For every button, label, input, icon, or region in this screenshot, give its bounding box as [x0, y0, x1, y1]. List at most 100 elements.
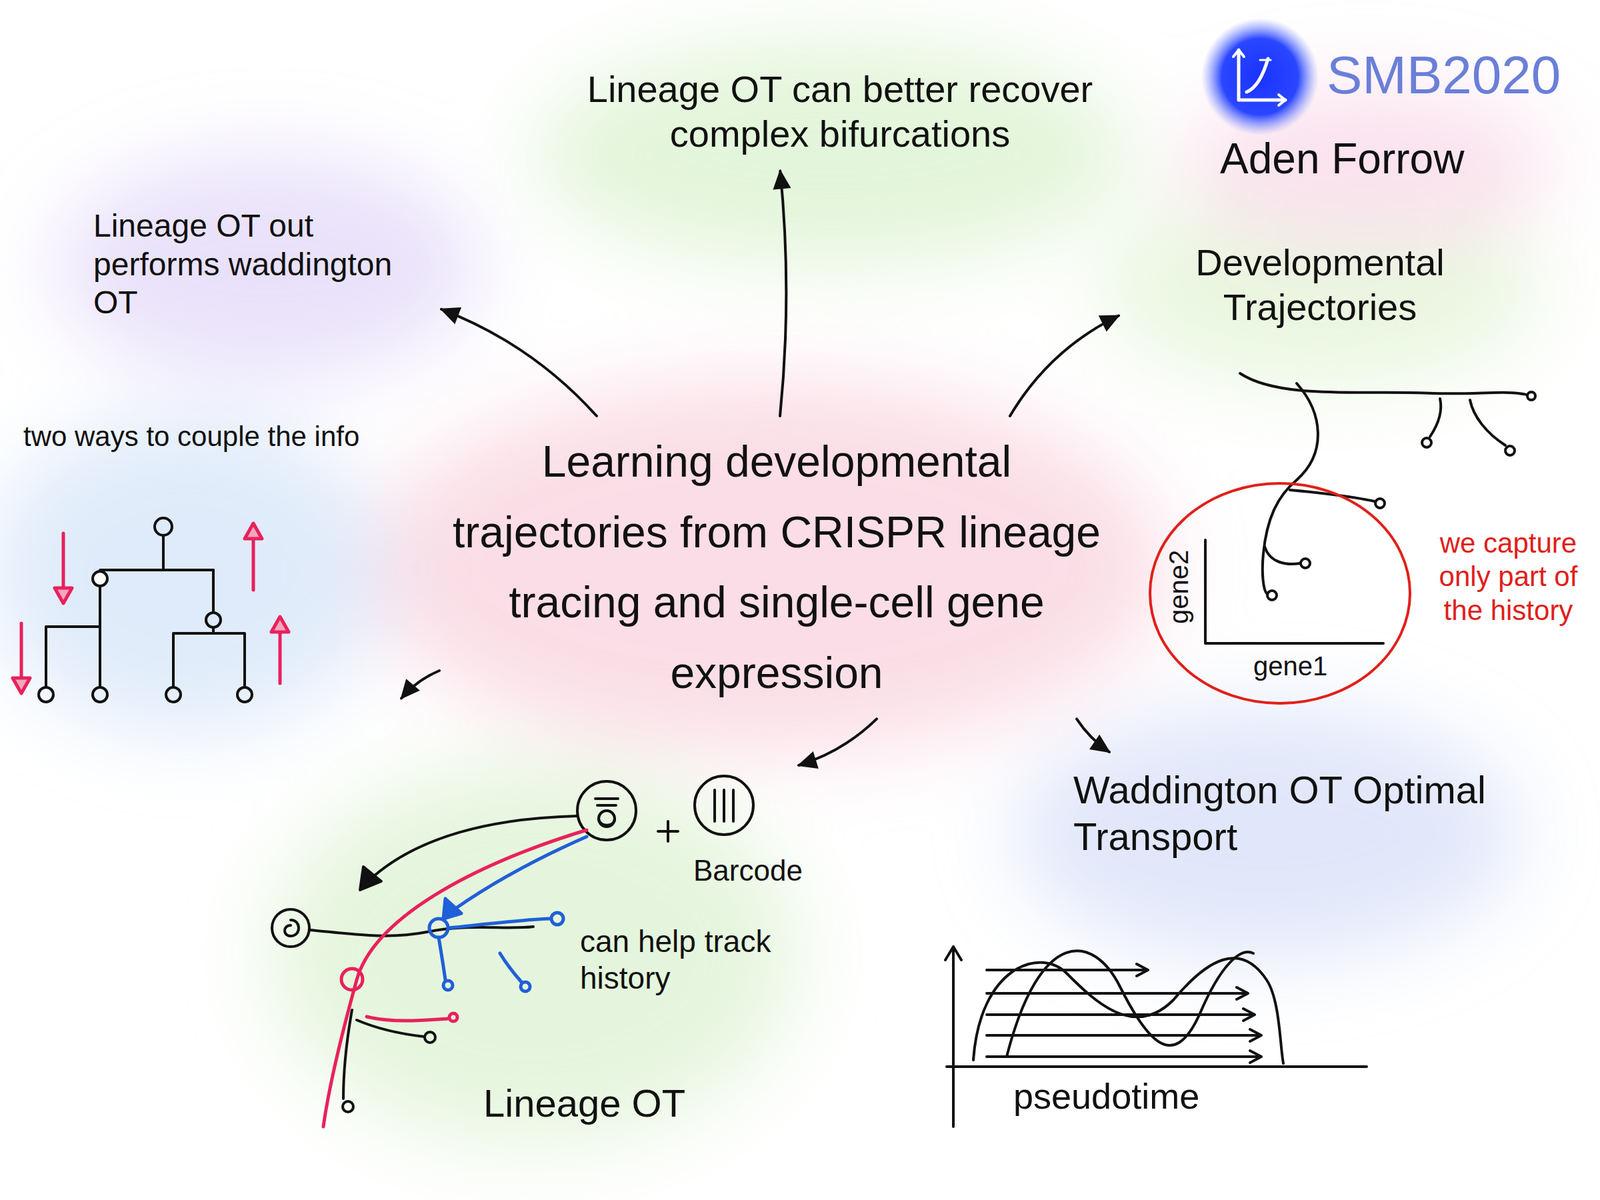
- blue-lineage: [429, 918, 448, 938]
- lineage-tree: [92, 687, 108, 702]
- lineage-tree: [237, 687, 252, 702]
- blue-lineage: [429, 836, 587, 992]
- lineage-illustration: [272, 909, 310, 947]
- lineage-tree: [92, 571, 108, 586]
- pseudotime-plot: [986, 964, 1148, 976]
- pink-lineage: [366, 1016, 448, 1021]
- lineage-tree: [38, 518, 252, 702]
- pseudotime-plot: [945, 946, 1367, 1127]
- node-text: Lineage OT: [483, 1080, 820, 1127]
- trajectory-tree: [1205, 540, 1384, 644]
- pink-arrows: [252, 536, 256, 590]
- connector-arrow: [401, 670, 440, 698]
- pink-arrows: [12, 678, 30, 694]
- logo: [1260, 59, 1271, 62]
- blue-lineage: [443, 898, 462, 919]
- axis-label: gene1: [1253, 650, 1328, 682]
- pseudotime-plot: [986, 987, 1248, 1000]
- blue-lineage: [438, 937, 446, 980]
- lineage-tree: [212, 570, 215, 613]
- blue-lineage: [500, 953, 522, 983]
- topic-region: two ways to couple the info: [16, 413, 394, 714]
- node-text: two ways to couple the info: [23, 420, 387, 454]
- logo: [1201, 18, 1319, 136]
- lineage-illustration: [714, 790, 734, 822]
- connector-arrow: [1076, 718, 1110, 752]
- connector-arrow: [441, 308, 597, 416]
- trajectory-tree: [1505, 446, 1515, 456]
- pink-arrows: [271, 616, 289, 632]
- connector-line: [1010, 316, 1119, 417]
- lineage-illustration: [310, 926, 534, 936]
- blue-lineage: [448, 918, 551, 928]
- author-name: Aden Forrow: [1220, 133, 1464, 185]
- annotation: can help track history: [580, 923, 800, 997]
- blue-lineage: [443, 980, 453, 990]
- node-text: Lineage OT out performs waddington OT: [93, 206, 427, 322]
- color-wash: [1013, 706, 1520, 960]
- blue-lineage: [453, 836, 587, 910]
- arrow-head: [1090, 735, 1110, 752]
- connector-arrow: [1010, 316, 1119, 417]
- highlight-ring: [1150, 483, 1410, 704]
- pseudotime-plot: [986, 1008, 1255, 1021]
- pseudotime-plot: [986, 1029, 1262, 1042]
- lineage-tree: [154, 518, 172, 536]
- annotation: Barcode: [693, 853, 803, 889]
- lineage-illustration: [424, 1032, 436, 1043]
- lineage-illustration: [342, 1101, 354, 1112]
- trajectory-tree: [1527, 392, 1536, 400]
- trajectory-tree: [1262, 383, 1318, 594]
- color-wash: [0, 40, 1554, 1147]
- blue-lineage: [520, 982, 530, 992]
- pink-lineage: [449, 1013, 458, 1022]
- connector-line: [401, 670, 440, 698]
- trajectory-tree: [1264, 546, 1300, 564]
- lineage-illustration: [356, 1020, 424, 1037]
- annotation: we capture only part of the history: [1423, 526, 1594, 628]
- lineage-illustration: [360, 866, 382, 890]
- pseudotime-plot: [973, 958, 1284, 1064]
- lineage-tree: [46, 535, 214, 687]
- lineage-illustration: [284, 920, 299, 936]
- arrow-head: [1099, 316, 1119, 331]
- connector-line: [780, 170, 786, 416]
- lineage-illustration: [368, 816, 577, 882]
- topic-text: Developmental Trajectories: [1126, 233, 1514, 336]
- logo: [1238, 50, 1286, 100]
- pink-arrows: [62, 533, 66, 590]
- arrow-head: [401, 680, 419, 699]
- blue-lineage: [551, 912, 564, 925]
- trajectory-tree: [1300, 558, 1310, 568]
- pink-arrows: [244, 523, 262, 539]
- lineage-tree: [38, 687, 54, 702]
- trajectory-tree: [1240, 373, 1527, 395]
- lineage-tree: [166, 687, 181, 702]
- pink-arrows: [20, 623, 24, 680]
- note-text: Lineage OT out performs waddington OT: [86, 200, 434, 329]
- connector-arrow: [798, 718, 877, 768]
- connector-line: [1076, 718, 1110, 752]
- logo: [1246, 58, 1268, 92]
- node-text: Waddington OT Optimal Transport: [1073, 766, 1487, 860]
- pink-arrows: [54, 588, 72, 604]
- pink-lineage: [341, 968, 363, 990]
- node-text: Learning developmental trajectories from…: [450, 426, 1104, 708]
- pseudotime-plot: [1006, 950, 1254, 1057]
- pink-arrows: [278, 630, 282, 684]
- lineage-illustration: [595, 798, 618, 826]
- pink-arrows: [12, 523, 289, 694]
- logo: [1233, 50, 1286, 106]
- trajectory-tree: [1422, 438, 1432, 448]
- arrow-head: [774, 170, 790, 189]
- logo: [1201, 18, 1319, 136]
- trajectory-tree: [1375, 498, 1385, 508]
- arrow-head: [798, 752, 818, 768]
- pseudotime-plot: [946, 1065, 1367, 1068]
- trajectory-tree: [1430, 398, 1441, 437]
- node-text: Developmental Trajectories: [1133, 240, 1507, 330]
- axis-label: pseudotime: [1013, 1074, 1200, 1118]
- note-text: Lineage OT can better recover complex bi…: [580, 60, 1100, 163]
- trajectory-tree: [1267, 590, 1277, 600]
